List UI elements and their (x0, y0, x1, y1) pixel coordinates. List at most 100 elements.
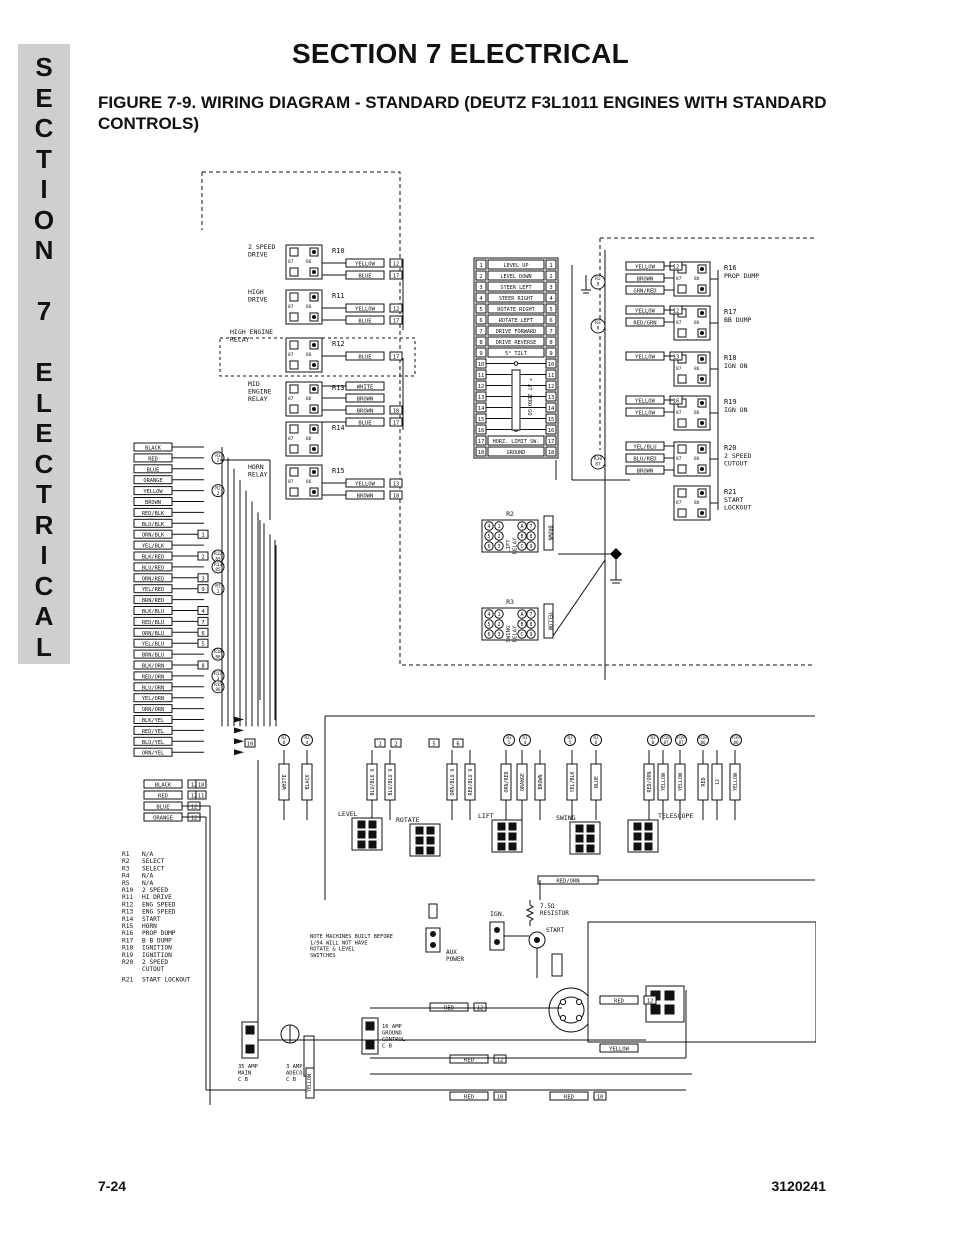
harness-reference (211, 484, 225, 498)
label-line: B (520, 534, 523, 540)
label-line: R19 (677, 735, 685, 740)
label-line: PROP DUMP (142, 930, 176, 937)
wire-number: 12 (191, 794, 198, 800)
label-line: 5 (569, 740, 572, 745)
switch-terminal-number: 7 (549, 329, 552, 335)
label-line: START LOCKOUT (142, 976, 191, 983)
switch-label: GROUND (507, 450, 526, 456)
ignition-contact (494, 927, 500, 933)
relay-label: BB DUMP (724, 316, 751, 324)
valve-label: SWING (556, 814, 576, 822)
switch-terminal-number-box (545, 336, 557, 347)
relay-terminal (289, 467, 299, 477)
relay-label: IGN ON (724, 406, 748, 414)
label-line: R12 (214, 551, 222, 557)
label-line: R4 (122, 873, 130, 880)
label-line: 2 SPEED (142, 887, 168, 894)
relay-block-terminal-number: 5 (487, 534, 490, 540)
relay-terminal-label: 87 (676, 276, 682, 282)
control-panel-outline (587, 921, 816, 1043)
wire-number: 12 (393, 307, 400, 313)
label-line: 87 (676, 276, 682, 282)
label-line: 8 (529, 534, 532, 540)
label-line: 2 SPEED (724, 452, 751, 460)
switch-label: STEER RIGHT (499, 296, 533, 302)
switch-terminal-number: 2 (479, 274, 482, 280)
relay-pin (312, 407, 316, 411)
relay-block-terminal-number: B (520, 534, 523, 540)
label-line: 86 (306, 259, 312, 265)
relay-pin (312, 315, 316, 319)
harness-tag: 3 (201, 576, 204, 582)
relay-id: R12 (332, 340, 345, 348)
valve-terminal (368, 840, 377, 849)
drop-wire-label: BLACK (305, 774, 311, 789)
label-line: BROWN (357, 397, 374, 403)
label-line: 86 (306, 436, 312, 442)
relay-pin (700, 491, 704, 495)
wire-number: 17 (393, 355, 400, 361)
label-line: BLUE (594, 776, 600, 788)
label-line: B B DUMP (142, 937, 172, 944)
relay-reference (590, 318, 606, 334)
drop-wire-label: BROWN (538, 774, 544, 789)
valve-label: LIFT (478, 812, 494, 820)
relay-block-terminal (484, 629, 494, 639)
relay-block-label: SWINGRELAY (506, 625, 519, 642)
label-line: 2 (394, 742, 397, 748)
wire-tag-color: BLUE (156, 805, 169, 811)
label-line: 1 (479, 263, 482, 269)
tilt-switch-label: * AT ZERO GO (526, 378, 532, 415)
label-line: 87 (676, 410, 682, 416)
label-line: RELAY (513, 537, 519, 554)
label-line: C B (238, 1077, 249, 1083)
relay-block-id: R3 (506, 598, 514, 606)
switch-label-box (487, 325, 545, 336)
legend-id: R17 (122, 937, 133, 944)
switch-terminal-number-box (475, 435, 487, 446)
relay-terminal (289, 444, 299, 454)
label-line: 17 (393, 319, 400, 325)
label-line: RELAY (248, 395, 268, 403)
relay-terminal (289, 404, 299, 414)
label-line: GROUND (382, 1031, 402, 1037)
label-line: 87 (678, 740, 684, 745)
relay-terminal-label: 86 (694, 410, 700, 416)
harness-arrow (234, 727, 244, 734)
label-line: 8 (549, 340, 552, 346)
label-line: PROP DUMP (724, 272, 759, 280)
relay-terminal (289, 360, 299, 370)
wire-tag-color: YELLOW (635, 265, 656, 271)
harness-tag-box (197, 660, 209, 670)
switch-label: 5° TILT (505, 351, 527, 357)
legend-text: SELECT (142, 865, 165, 872)
harness-tag: 18 (198, 783, 205, 789)
switch-terminal-number: 18 (478, 450, 485, 456)
drop-wire-label: RED/ORN (647, 771, 653, 792)
harness-wire-label: ORN/BLK (142, 533, 165, 539)
switch-label: DRIVE REVERSE (496, 340, 537, 346)
label-line: 86 (306, 479, 312, 485)
relay-pin (700, 287, 704, 291)
wire-number-box (389, 478, 403, 488)
relay-terminal-label: 87 (288, 479, 294, 485)
label-line: RED/ORN (556, 879, 579, 885)
wire-tag (345, 478, 385, 488)
label-line: YELLOW (635, 265, 656, 271)
label-line: BRN/BLU (142, 653, 164, 659)
bottom-reference (301, 734, 313, 746)
switch-terminal-number-box (475, 281, 487, 292)
wire-number: 12 (191, 783, 198, 789)
wire-number: 12 (673, 309, 680, 315)
label-line: MID (248, 380, 260, 388)
switch-terminal-number: 15 (478, 417, 485, 423)
switch-terminal-number: 7 (479, 329, 482, 335)
tilt-switch-body (511, 369, 521, 431)
label-line: R20 (724, 444, 737, 452)
relay-block-terminal-number: C (520, 632, 523, 638)
